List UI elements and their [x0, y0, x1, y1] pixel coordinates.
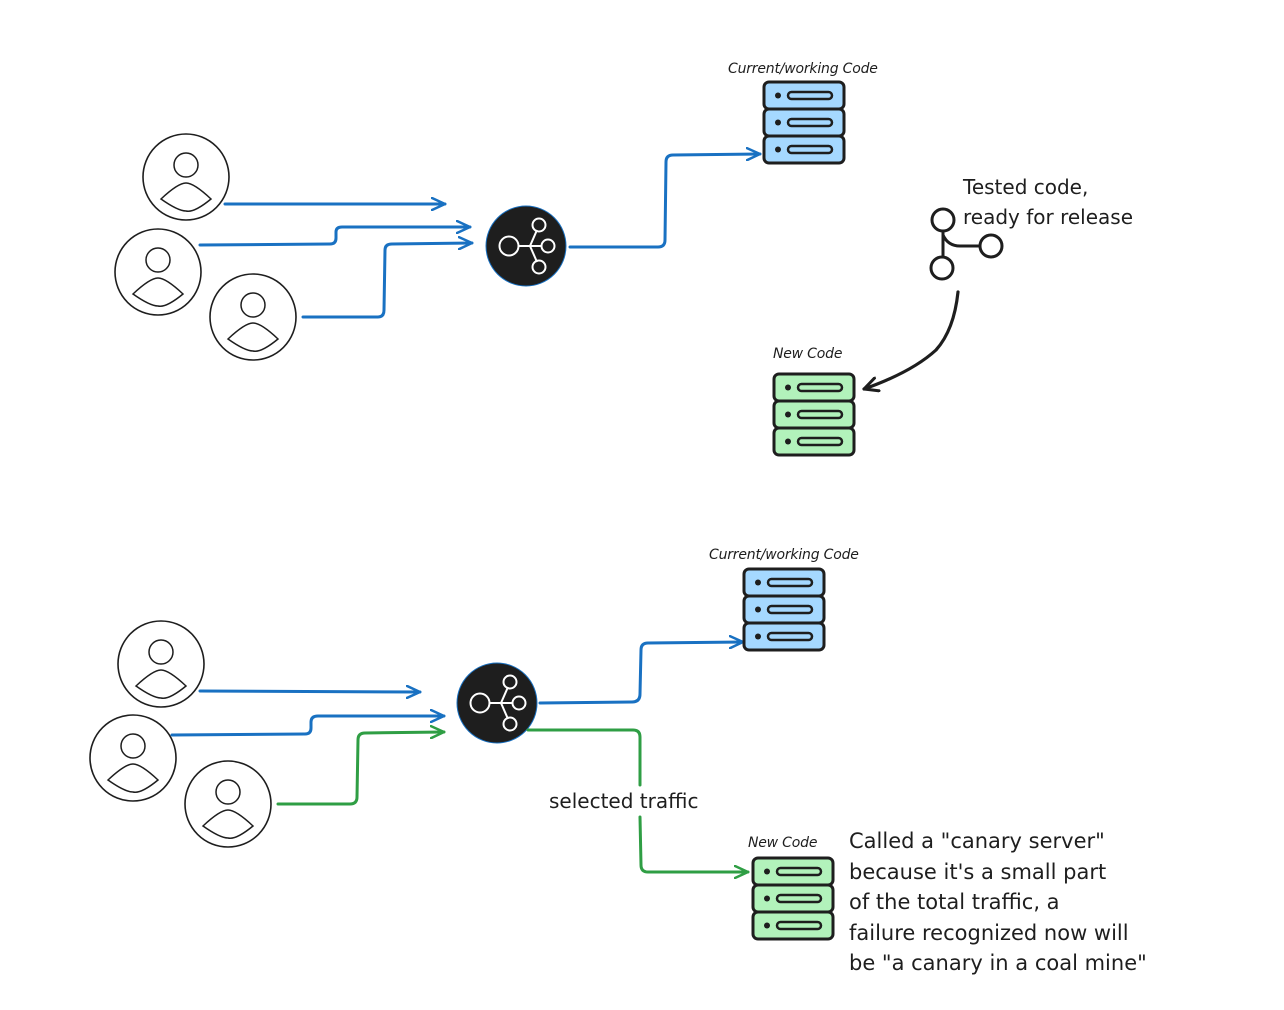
- top-user-3[interactable]: [209, 273, 297, 361]
- user-icon: [89, 714, 177, 802]
- user-icon: [184, 760, 272, 848]
- top-arrow-lb-to-current: [568, 154, 762, 249]
- server-icon: [751, 856, 835, 941]
- top-arrow-user2-to-lb: [198, 227, 472, 247]
- server-icon: [762, 80, 846, 165]
- bottom-load-balancer[interactable]: [456, 662, 538, 744]
- selected-traffic-label: selected traffic: [549, 789, 699, 813]
- bottom-user-1[interactable]: [117, 620, 205, 708]
- canary-note-line-5: be "a canary in a coal mine": [849, 951, 1147, 975]
- top-load-balancer[interactable]: [485, 205, 567, 287]
- bottom-new-server[interactable]: [751, 856, 835, 941]
- user-icon: [142, 133, 230, 221]
- top-new-server[interactable]: [772, 372, 856, 457]
- canary-note-line-1: Called a "canary server": [849, 829, 1105, 853]
- top-current-server-label: Current/working Code: [728, 61, 878, 77]
- canary-note-line-3: of the total traffic, a: [849, 890, 1060, 914]
- top-user-1[interactable]: [142, 133, 230, 221]
- server-icon: [772, 372, 856, 457]
- git-branch-icon: [929, 207, 1004, 281]
- user-icon: [114, 228, 202, 316]
- user-icon: [209, 273, 297, 361]
- bottom-arrow-user1-to-lb: [198, 691, 422, 692]
- user-icon: [117, 620, 205, 708]
- canary-note: Called a "canary server" because it's a …: [849, 826, 1147, 979]
- top-diagram: [114, 80, 1004, 457]
- bottom-arrow-user3-to-lb: [276, 732, 446, 806]
- top-arrow-user3-to-lb: [301, 243, 474, 319]
- top-current-server[interactable]: [762, 80, 846, 165]
- bottom-diagram: [89, 567, 835, 941]
- bottom-arrow-lb-to-current: [538, 642, 745, 705]
- canary-note-line-4: failure recognized now will: [849, 920, 1129, 945]
- top-new-server-label: New Code: [773, 346, 843, 362]
- server-icon: [742, 567, 826, 652]
- tested-note-line-1: Tested code,: [963, 175, 1089, 199]
- bottom-arrow-lb-to-new: [526, 728, 748, 872]
- bottom-user-3[interactable]: [184, 760, 272, 848]
- top-user-2[interactable]: [114, 228, 202, 316]
- load-balancer-icon: [485, 205, 567, 287]
- bottom-current-server[interactable]: [742, 567, 826, 652]
- bottom-arrow-user2-to-lb: [170, 716, 446, 737]
- bottom-new-server-label: New Code: [748, 835, 818, 851]
- tested-note-line-2: ready for release: [963, 205, 1134, 229]
- bottom-user-2[interactable]: [89, 714, 177, 802]
- bottom-current-server-label: Current/working Code: [709, 547, 859, 563]
- load-balancer-icon: [456, 662, 538, 744]
- canary-note-line-2: because it's a small part: [849, 859, 1107, 884]
- top-arrow-tested-to-new: [862, 290, 960, 389]
